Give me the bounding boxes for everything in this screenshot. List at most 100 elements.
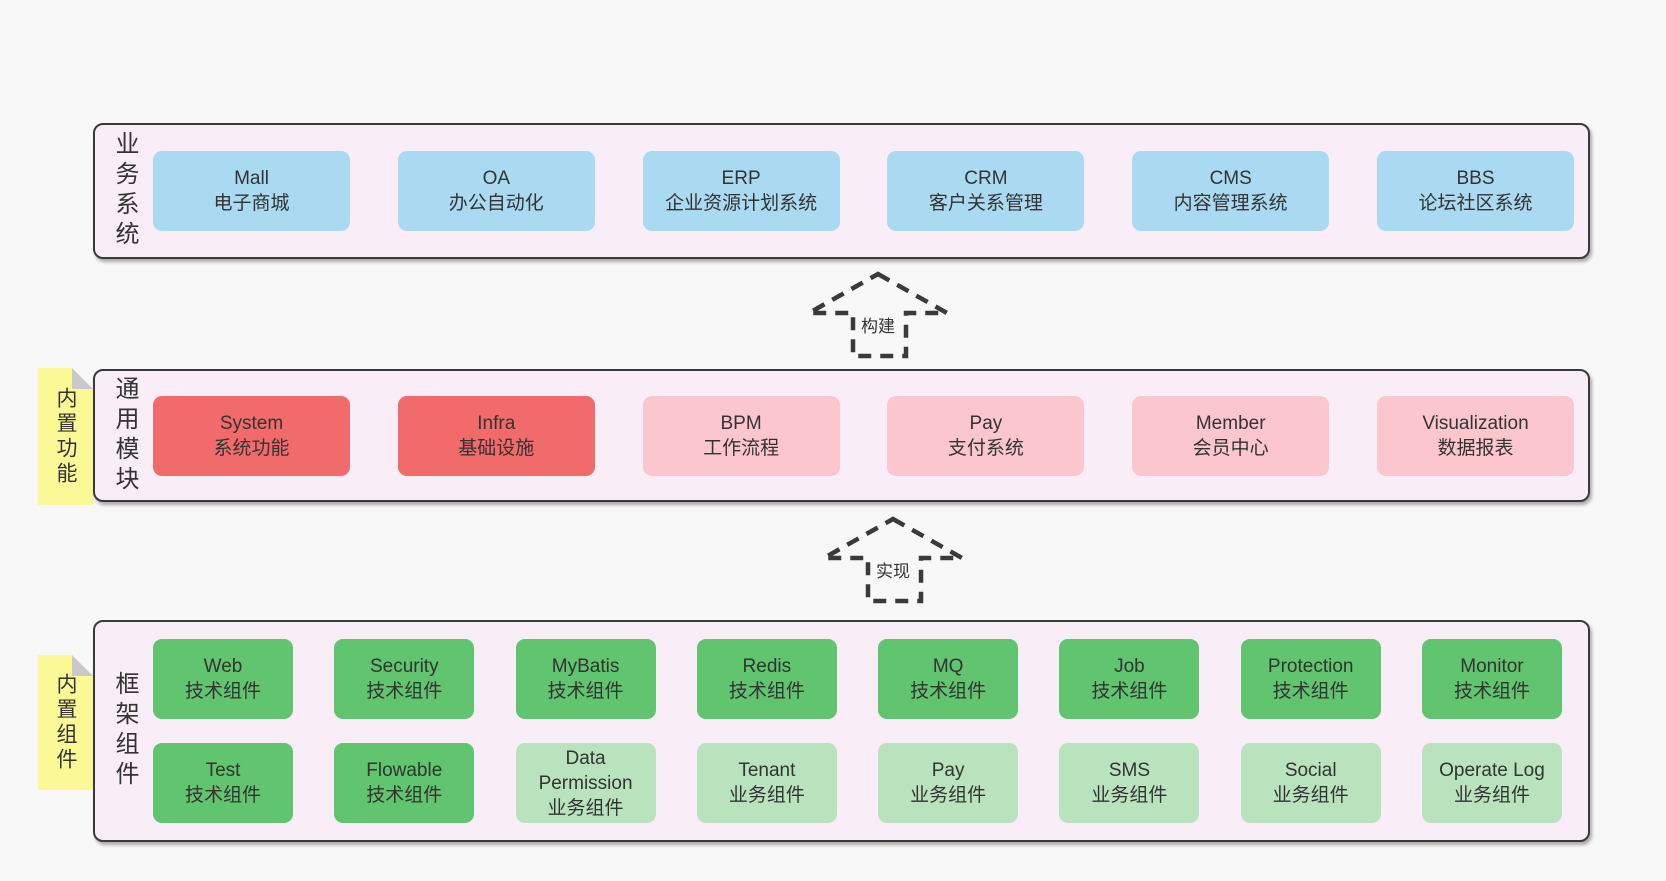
box-mall-subtitle: 电子商城: [213, 193, 290, 214]
box-visualization-subtitle: 数据报表: [1437, 437, 1514, 459]
note-built-in-components: 内置组件: [38, 655, 93, 790]
box-mq-subtitle: 技术组件: [910, 681, 987, 702]
box-infra: Infra 基础设施: [397, 395, 595, 476]
arrow-implement: 实现: [821, 516, 965, 604]
band-framework-components: 框架组件 Web 技术组件 Security 技术组件 MyBatis 技术组件…: [93, 620, 1590, 842]
box-protection: Protection 技术组件: [1240, 639, 1381, 719]
box-test: Test 技术组件: [153, 743, 293, 823]
box-bbs-title: BBS: [1456, 168, 1495, 189]
box-mq: MQ 技术组件: [878, 639, 1019, 719]
arrow-up-dashed-icon: [806, 271, 950, 359]
box-mybatis-title: MyBatis: [551, 656, 620, 677]
components-box-row-1: Web 技术组件 Security 技术组件 MyBatis 技术组件 Redi…: [153, 639, 1574, 719]
box-system: System 系统功能: [153, 395, 350, 476]
box-sms-subtitle: 业务组件: [1091, 785, 1168, 806]
box-monitor-title: Monitor: [1460, 656, 1524, 677]
components-box-row-2: Test 技术组件 Flowable 技术组件 Data Permission …: [153, 743, 1574, 823]
box-data-permission: Data Permission 业务组件: [515, 743, 656, 823]
band-business-systems: 业务系统 Mall 电子商城 OA 办公自动化 ERP 企业资源计划系统 CRM: [93, 123, 1590, 259]
box-mybatis: MyBatis 技术组件: [515, 639, 656, 719]
band-business-label: 业务系统: [95, 125, 153, 257]
note-built-in-features-text: 内置功能: [54, 386, 77, 487]
box-test-subtitle: 技术组件: [184, 785, 261, 806]
box-operate-log-title: Operate Log: [1439, 760, 1545, 781]
box-job-subtitle: 技术组件: [1091, 681, 1168, 702]
box-infra-title: Infra: [477, 412, 516, 434]
box-oa: OA 办公自动化: [397, 151, 595, 231]
box-system-title: System: [219, 412, 284, 434]
box-flowable-subtitle: 技术组件: [366, 785, 443, 806]
box-oa-subtitle: 办公自动化: [448, 193, 544, 214]
box-flowable-title: Flowable: [366, 760, 443, 781]
box-system-subtitle: 系统功能: [213, 437, 290, 459]
box-mall-title: Mall: [234, 168, 269, 189]
box-sms-title: SMS: [1108, 760, 1150, 781]
box-tenant-title: Tenant: [738, 760, 796, 781]
box-member-title: Member: [1195, 412, 1266, 434]
box-cms-title: CMS: [1209, 168, 1252, 189]
box-erp: ERP 企业资源计划系统: [642, 151, 840, 231]
box-redis-subtitle: 技术组件: [728, 681, 805, 702]
band-components-content: Web 技术组件 Security 技术组件 MyBatis 技术组件 Redi…: [153, 622, 1588, 840]
note-built-in-features: 内置功能: [38, 368, 93, 505]
box-web-title: Web: [203, 656, 243, 677]
box-cms-subtitle: 内容管理系统: [1173, 193, 1288, 214]
box-protection-subtitle: 技术组件: [1272, 681, 1349, 702]
box-mall: Mall 电子商城: [153, 151, 350, 231]
box-bpm-title: BPM: [720, 412, 762, 434]
box-mybatis-subtitle: 技术组件: [547, 681, 624, 702]
box-redis-title: Redis: [742, 656, 792, 677]
box-redis: Redis 技术组件: [696, 639, 837, 719]
box-pay-component-title: Pay: [931, 760, 965, 781]
box-tenant: Tenant 业务组件: [696, 743, 837, 823]
box-member-subtitle: 会员中心: [1192, 437, 1269, 459]
box-monitor: Monitor 技术组件: [1421, 639, 1562, 719]
band-business-content: Mall 电子商城 OA 办公自动化 ERP 企业资源计划系统 CRM 客户关系…: [153, 125, 1588, 257]
box-erp-subtitle: 企业资源计划系统: [665, 193, 818, 214]
box-data-permission-title: Data Permission: [538, 747, 633, 794]
box-mq-title: MQ: [932, 656, 964, 677]
box-cms: CMS 内容管理系统: [1132, 151, 1330, 231]
box-crm-subtitle: 客户关系管理: [928, 193, 1043, 214]
box-social: Social 业务组件: [1240, 743, 1381, 823]
box-monitor-subtitle: 技术组件: [1453, 681, 1530, 702]
box-tenant-subtitle: 业务组件: [728, 785, 805, 806]
box-security-title: Security: [369, 656, 439, 677]
box-visualization-title: Visualization: [1422, 412, 1529, 434]
box-web: Web 技术组件: [153, 639, 293, 719]
box-protection-title: Protection: [1267, 656, 1354, 677]
box-security: Security 技术组件: [334, 639, 475, 719]
modules-box-row: System 系统功能 Infra 基础设施 BPM 工作流程 Pay 支付系统…: [153, 395, 1574, 476]
box-web-subtitle: 技术组件: [184, 681, 261, 702]
box-infra-subtitle: 基础设施: [458, 437, 535, 459]
box-social-title: Social: [1284, 760, 1337, 781]
band-common-modules: 通用模块 System 系统功能 Infra 基础设施 BPM 工作流程 Pay: [93, 369, 1590, 502]
band-business-label-text: 业务系统: [111, 131, 138, 251]
band-components-label: 框架组件: [95, 622, 153, 840]
box-oa-title: OA: [482, 168, 511, 189]
box-visualization: Visualization 数据报表: [1376, 395, 1574, 476]
box-pay-module-subtitle: 支付系统: [947, 437, 1024, 459]
box-job-title: Job: [1114, 656, 1145, 677]
box-bbs-subtitle: 论坛社区系统: [1418, 193, 1533, 214]
box-security-subtitle: 技术组件: [366, 681, 443, 702]
box-crm-title: CRM: [964, 168, 1008, 189]
box-job: Job 技术组件: [1059, 639, 1200, 719]
business-box-row: Mall 电子商城 OA 办公自动化 ERP 企业资源计划系统 CRM 客户关系…: [153, 151, 1574, 231]
box-operate-log: Operate Log 业务组件: [1421, 743, 1562, 823]
box-erp-title: ERP: [721, 168, 761, 189]
box-sms: SMS 业务组件: [1059, 743, 1200, 823]
box-crm: CRM 客户关系管理: [887, 151, 1085, 231]
box-social-subtitle: 业务组件: [1272, 785, 1349, 806]
box-test-title: Test: [205, 760, 241, 781]
box-pay-component: Pay 业务组件: [878, 743, 1019, 823]
band-components-label-text: 框架组件: [111, 671, 138, 791]
box-data-permission-subtitle: 业务组件: [547, 797, 624, 819]
box-member: Member 会员中心: [1132, 395, 1330, 476]
arrow-build: 构建: [806, 271, 950, 359]
box-operate-log-subtitle: 业务组件: [1453, 785, 1530, 806]
box-bpm: BPM 工作流程: [642, 395, 840, 476]
arrow-implement-label: 实现: [872, 556, 914, 583]
box-bpm-subtitle: 工作流程: [703, 437, 780, 459]
